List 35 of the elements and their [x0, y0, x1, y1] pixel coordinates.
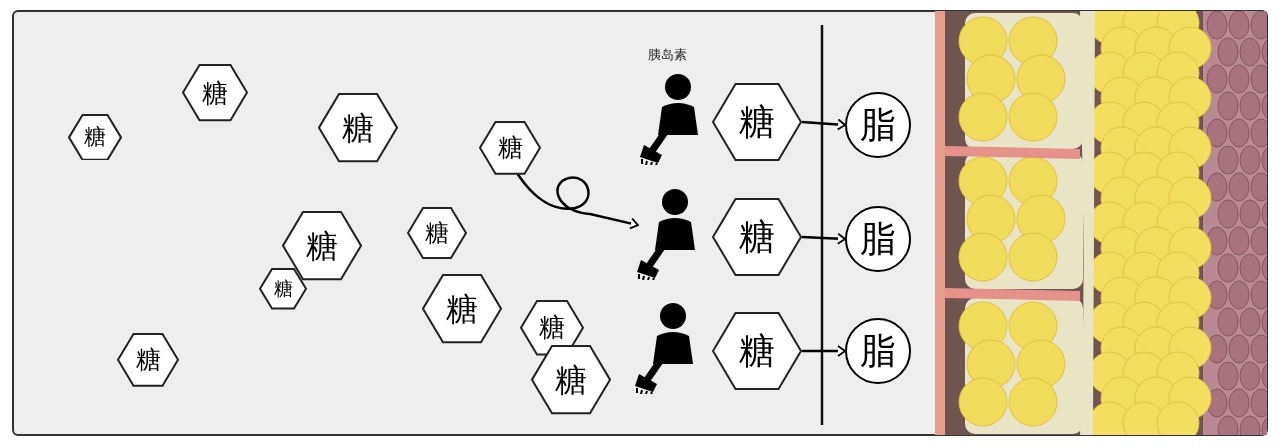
sugar-hexagon — [282, 211, 362, 281]
sugar-hexagon — [117, 333, 179, 387]
sugar-label: 糖 — [425, 221, 449, 245]
sugar-label: 糖 — [342, 112, 374, 144]
fat-label: 脂 — [860, 220, 896, 258]
sugar-label: 糖 — [539, 315, 565, 341]
sugar-hexagon — [68, 113, 122, 161]
sugar-label: 糖 — [273, 279, 293, 299]
sugar-hexagon — [422, 274, 502, 344]
sugar-hexagon — [407, 207, 467, 259]
sugar-label: 糖 — [446, 293, 478, 325]
sugar-label: 糖 — [555, 364, 587, 396]
sugar-label: 糖 — [84, 126, 106, 148]
sugar-label: 糖 — [739, 333, 775, 369]
sugar-hexagon — [531, 345, 611, 415]
insulin-label: 胰岛素 — [648, 48, 687, 61]
fat-label: 脂 — [860, 332, 896, 370]
sugar-hexagon — [182, 64, 248, 122]
arrow — [801, 118, 846, 131]
arrow — [802, 345, 846, 357]
sugar-hexagon — [712, 198, 802, 276]
sugar-hexagon — [259, 268, 307, 310]
sugar-label: 糖 — [497, 135, 523, 161]
sugar-label: 糖 — [135, 347, 161, 373]
sugar-hexagon — [712, 83, 802, 161]
arrow — [516, 173, 639, 230]
sugar-label: 糖 — [739, 104, 775, 140]
sugar-label: 糖 — [739, 219, 775, 255]
sugar-label: 糖 — [306, 230, 338, 262]
sugar-label: 糖 — [202, 79, 228, 107]
fat-label: 脂 — [860, 106, 896, 144]
sugar-hexagon — [712, 312, 802, 390]
arrow — [801, 232, 846, 245]
sugar-hexagon — [318, 93, 398, 163]
sugar-hexagon — [479, 121, 541, 175]
